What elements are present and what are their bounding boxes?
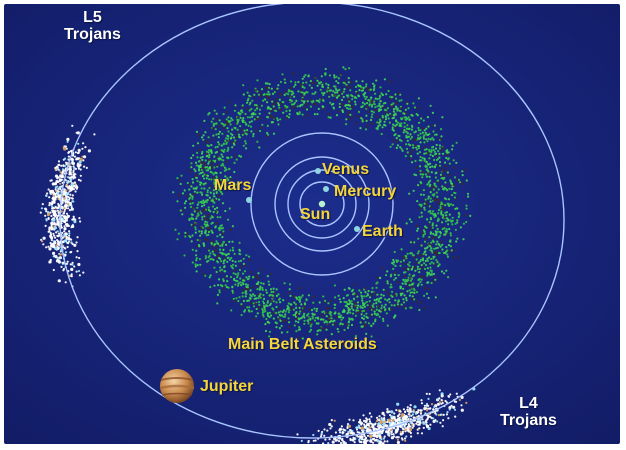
- l5-label-line2: Trojans: [64, 25, 121, 43]
- mercury-orbit: [299, 181, 345, 227]
- l4-label-line1: L4: [519, 395, 538, 412]
- l5-trojans-cloud: [39, 124, 96, 288]
- mars-label: Mars: [214, 177, 252, 194]
- mercury-dot: [323, 186, 329, 192]
- venus-label: Venus: [322, 161, 370, 178]
- solar-system-diagram: Mars Venus Mercury Sun Earth Main Belt A…: [4, 4, 620, 444]
- jupiter-planet: [159, 369, 195, 403]
- l4-label-line2: Trojans: [500, 411, 557, 429]
- main-belt-label: Main Belt Asteroids: [228, 336, 377, 353]
- l5-trojans-label: L5 Trojans: [64, 9, 121, 44]
- earth-label: Earth: [362, 223, 403, 240]
- venus-dot: [315, 168, 321, 174]
- l5-label-line1: L5: [83, 9, 102, 26]
- jupiter-orbit: [59, 4, 565, 439]
- earth-dot: [354, 226, 360, 232]
- mars-dot: [246, 197, 252, 203]
- mars-orbit: [250, 132, 394, 276]
- venus-orbit: [287, 169, 357, 239]
- earth-orbit: [274, 156, 370, 252]
- mercury-label: Mercury: [334, 183, 397, 200]
- planet-dots: [246, 168, 360, 232]
- jupiter-label: Jupiter: [200, 378, 254, 395]
- sun-label: Sun: [300, 206, 331, 223]
- sun-dot: [318, 200, 326, 208]
- orbits: [59, 4, 565, 439]
- main-belt-asteroids: [172, 66, 472, 348]
- l4-trojans-label: L4 Trojans: [500, 395, 557, 430]
